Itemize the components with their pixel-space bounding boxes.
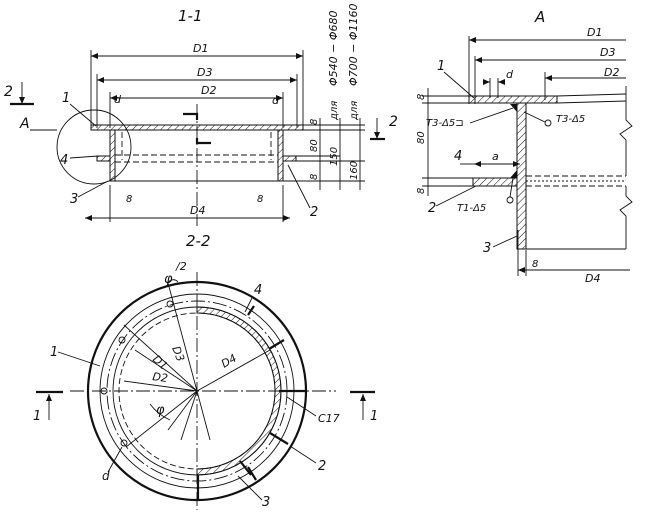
- hole-d-label: d: [102, 469, 110, 483]
- detail-height-80: 80: [416, 131, 427, 144]
- dim-d2-label: D2: [201, 84, 216, 97]
- circle-d3-label: D3: [169, 344, 187, 363]
- detail-part-2: 2: [428, 201, 436, 216]
- detail-dim-d4: D4: [585, 272, 600, 285]
- detail-height-8a: 8: [416, 94, 427, 100]
- weld-callout-t3-left: Т3-Δ5⊐: [426, 118, 464, 129]
- cut-2-right: 2: [389, 114, 398, 130]
- angle-phi-top: φ: [164, 272, 173, 287]
- detail-a-callout-circle: [56, 109, 132, 185]
- detail-dim-a: a: [492, 150, 499, 163]
- part-2-label: 2: [310, 205, 318, 220]
- part-4-label: 4: [60, 153, 68, 168]
- section-2-2-title: 2-2: [186, 232, 211, 250]
- shell-wall-left: [109, 129, 116, 182]
- dim-d-left-label: d: [114, 93, 122, 106]
- angle-phi-mid: φ: [156, 403, 165, 418]
- section-2-2: 2-2: [33, 232, 378, 510]
- weld-callout-t3-right: Т3-Δ5: [556, 114, 585, 125]
- detail-dim-d3: D3: [600, 46, 615, 59]
- bottom-ring-left: [96, 155, 111, 162]
- cut-1-right: 1: [370, 409, 378, 424]
- range-large-label: Φ700 − Φ1160: [347, 3, 360, 86]
- detail-part-4: 4: [454, 149, 462, 164]
- circle-d4-label: D4: [219, 352, 239, 371]
- part-1-label: 1: [62, 91, 70, 106]
- height-150: 150: [329, 147, 340, 166]
- range-small-label: Φ540 − Φ680: [327, 10, 340, 86]
- wall-left-label: 8: [126, 194, 132, 205]
- bottom-ring-right: [282, 155, 297, 162]
- detail-shell-wall-part-3: [516, 102, 527, 250]
- detail-a-dimension-lines: [468, 36, 630, 276]
- detail-part-3: 3: [483, 241, 491, 256]
- angle-phi-half: /2: [175, 260, 187, 273]
- shell-wall-right: [277, 129, 284, 182]
- circle-d2-label: D2: [152, 370, 169, 385]
- ribs: [196, 305, 306, 499]
- view-part-3: 3: [262, 495, 270, 510]
- dim-d3-label: D3: [197, 66, 212, 79]
- cut-1-left: 1: [33, 409, 41, 424]
- height-8a: 8: [309, 119, 320, 125]
- detail-a-ref: A: [19, 116, 30, 132]
- view-part-1: 1: [50, 345, 58, 360]
- dimension-lines: [85, 50, 304, 222]
- detail-dim-d: d: [506, 68, 514, 81]
- dim-d-right-label: d: [272, 94, 280, 107]
- detail-bottom-ring-part-2: [472, 177, 518, 187]
- view-part-2: 2: [318, 459, 326, 474]
- height-80: 80: [309, 139, 320, 152]
- detail-dim-d1: D1: [587, 26, 602, 39]
- detail-wall-8: 8: [532, 259, 538, 270]
- wall-right-label: 8: [257, 194, 263, 205]
- height-dimensions: [283, 118, 365, 190]
- part-3-label: 3: [70, 192, 78, 207]
- weld-callout-t1: Т1-Δ5: [457, 203, 486, 214]
- dim-d4-label: D4: [190, 204, 205, 217]
- detail-height-8b: 8: [416, 188, 427, 194]
- for-large-label: для: [349, 101, 360, 121]
- section-1-1-title: 1-1: [178, 7, 203, 25]
- detail-dim-d2: D2: [604, 66, 619, 79]
- detail-flange-part-1: [468, 95, 558, 104]
- section-1-1: 1-1 D1 D3 D2 d d D4 8 8: [4, 3, 398, 226]
- height-8b: 8: [309, 174, 320, 180]
- dim-d1-label: D1: [193, 42, 208, 55]
- for-small-label: для: [329, 101, 340, 121]
- detail-part-1: 1: [437, 59, 445, 74]
- detail-height-dimensions: [422, 88, 473, 196]
- detail-a-title: A: [534, 8, 545, 26]
- height-160: 160: [349, 161, 360, 180]
- cut-2-left: 2: [4, 84, 13, 100]
- view-part-4: 4: [254, 283, 262, 298]
- detail-a: A D1 D3 D2 d a D4 8: [416, 8, 633, 285]
- fillet-c17-label: С17: [318, 412, 340, 425]
- bolt-holes: [100, 300, 174, 447]
